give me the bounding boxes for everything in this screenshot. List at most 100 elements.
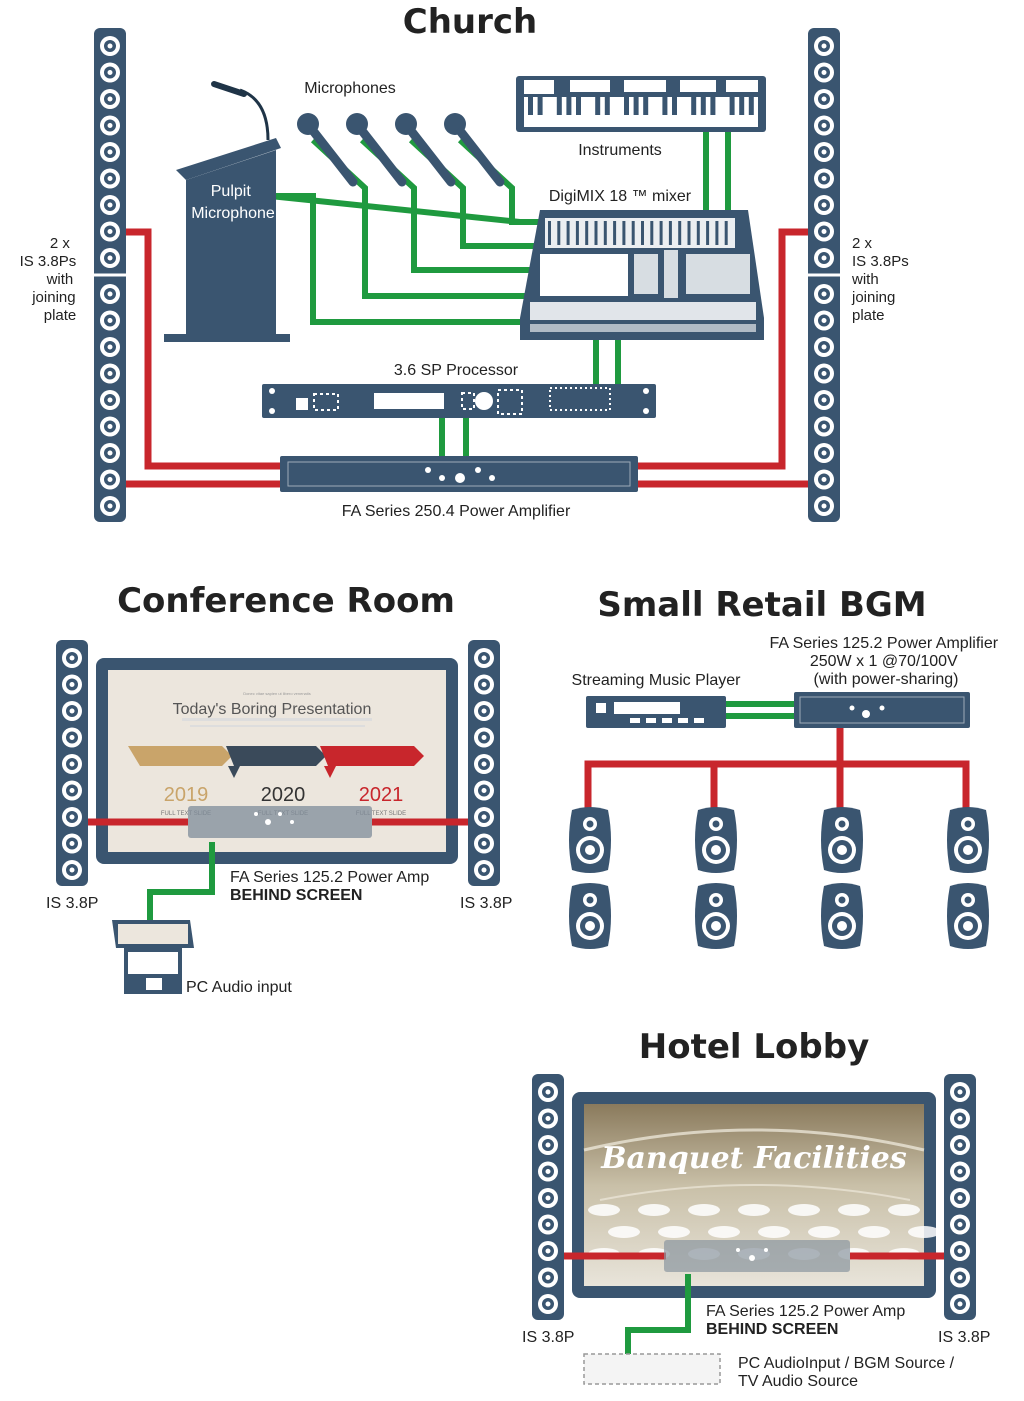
driver-icon — [950, 1267, 970, 1288]
slide-year: 2021 — [359, 784, 404, 806]
streaming-player-icon — [586, 696, 726, 728]
driver-icon — [814, 284, 834, 304]
driver-icon — [538, 1267, 558, 1288]
microphone-icon — [395, 113, 456, 187]
processor-label: 3.6 SP Processor — [394, 362, 519, 379]
slide-caption: FULL TEXT SLIDE — [161, 811, 211, 817]
driver-icon — [814, 36, 834, 56]
driver-icon — [950, 1188, 970, 1208]
driver-icon — [100, 115, 120, 136]
keyboard-icon — [516, 76, 766, 132]
driver-icon — [62, 701, 82, 721]
retail-red-wires — [584, 726, 970, 810]
driver-icon — [814, 310, 834, 331]
driver-icon — [538, 1082, 558, 1102]
driver-icon — [538, 1188, 558, 1208]
driver-icon — [474, 674, 494, 695]
wall-speaker-icon — [821, 883, 863, 949]
driver-icon — [474, 807, 494, 827]
driver-icon — [538, 1108, 558, 1129]
driver-icon — [474, 833, 494, 854]
driver-icon — [62, 860, 82, 880]
driver-icon — [62, 648, 82, 668]
microphone-icon — [346, 113, 407, 187]
laptop-icon — [112, 920, 194, 994]
driver-icon — [814, 337, 834, 357]
driver-icon — [950, 1082, 970, 1102]
driver-icon — [814, 443, 834, 463]
driver-icon — [100, 168, 120, 189]
slide-caption: FULL TEXT SLIDE — [356, 811, 406, 817]
audio-source-box — [583, 1353, 721, 1385]
streaming-player-label: Streaming Music Player — [572, 672, 742, 689]
microphone-icon — [444, 113, 505, 187]
wall-speaker-icon — [569, 883, 611, 949]
driver-icon — [814, 469, 834, 490]
svg-text:Donec vitae sapien ut libero v: Donec vitae sapien ut libero venenatis — [243, 691, 311, 696]
driver-icon — [814, 62, 834, 83]
church-red-wires — [124, 228, 812, 488]
mixer-label: DigiMIX 18 ™ mixer — [549, 188, 692, 205]
driver-icon — [474, 754, 494, 774]
pulpit-label: Pulpit Microphone — [191, 183, 275, 222]
driver-icon — [538, 1135, 558, 1155]
church-amplifier-label: FA Series 250.4 Power Amplifier — [342, 503, 571, 520]
driver-icon — [950, 1108, 970, 1129]
driver-icon — [814, 142, 834, 162]
microphones-label: Microphones — [304, 80, 396, 97]
driver-icon — [950, 1241, 970, 1261]
driver-icon — [814, 248, 834, 268]
driver-icon — [62, 807, 82, 827]
driver-icon — [950, 1294, 970, 1314]
driver-icon — [474, 648, 494, 668]
hotel-green-wire — [625, 1274, 691, 1354]
wall-speaker-icon — [695, 883, 737, 949]
driver-icon — [814, 168, 834, 189]
retail-section: Small Retail BGM FA Series 125.2 Power A… — [569, 585, 999, 949]
driver-icon — [814, 416, 834, 437]
driver-icon — [62, 727, 82, 748]
slide-year: 2020 — [261, 784, 306, 806]
hotel-source-label: PC AudioInput / BGM Source / TV Audio So… — [738, 1355, 959, 1390]
conference-right-speaker-column — [468, 640, 500, 886]
wall-speaker-icon — [569, 807, 611, 873]
retail-title: Small Retail BGM — [597, 585, 926, 625]
conference-left-speaker-label: IS 3.8P — [46, 895, 98, 912]
conference-amplifier-icon — [188, 806, 372, 838]
driver-icon — [62, 833, 82, 854]
retail-amplifier-icon — [794, 692, 970, 728]
driver-icon — [814, 221, 834, 242]
hotel-left-speaker-label: IS 3.8P — [522, 1329, 574, 1346]
driver-icon — [100, 390, 120, 410]
wall-speaker-icon — [947, 883, 989, 949]
hotel-left-speaker-column — [532, 1074, 564, 1320]
driver-icon — [950, 1214, 970, 1235]
driver-icon — [100, 62, 120, 83]
driver-icon — [474, 780, 494, 801]
church-left-speaker-column — [94, 28, 126, 522]
slide-heading: Today's Boring Presentation — [173, 701, 372, 718]
church-section: Church — [20, 2, 909, 522]
hotel-amp-note: BEHIND SCREEN — [706, 1321, 838, 1338]
wall-speaker-icon — [947, 807, 989, 873]
driver-icon — [100, 337, 120, 357]
driver-icon — [100, 221, 120, 242]
driver-icon — [100, 363, 120, 384]
hotel-section: Hotel Lobby Banquet Facilities FA Series… — [522, 1027, 990, 1390]
driver-icon — [62, 674, 82, 695]
processor-icon — [262, 384, 656, 418]
conference-section: Conference Room Donec vitae sapien ut li… — [46, 581, 512, 996]
driver-icon — [814, 195, 834, 215]
driver-icon — [538, 1294, 558, 1314]
driver-icon — [62, 754, 82, 774]
slide-year: 2019 — [164, 784, 209, 806]
hotel-screen-text: Banquet Facilities — [600, 1141, 907, 1176]
driver-icon — [814, 115, 834, 136]
driver-icon — [474, 727, 494, 748]
wall-speaker-icon — [821, 807, 863, 873]
driver-icon — [100, 89, 120, 109]
driver-icon — [814, 496, 834, 516]
driver-icon — [100, 469, 120, 490]
church-amplifier-icon — [280, 456, 638, 492]
conference-right-speaker-label: IS 3.8P — [460, 895, 512, 912]
